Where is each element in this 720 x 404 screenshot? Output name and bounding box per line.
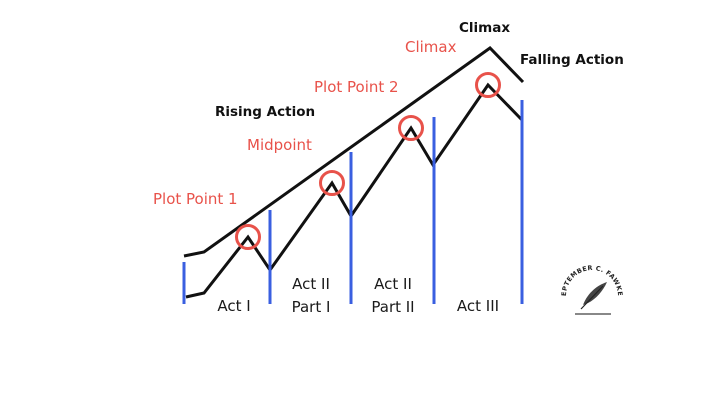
plot-point-1-marker xyxy=(235,224,261,250)
act-2-part-1-label-line2: Part I xyxy=(292,298,331,316)
act-2-part-1-label-line1: Act II xyxy=(292,275,330,293)
act-1-label: Act I xyxy=(217,297,250,315)
plot-structure-zigzag-line xyxy=(185,82,524,299)
act-3-label: Act III xyxy=(457,297,499,315)
climax-red-label: Climax xyxy=(405,38,457,56)
act-2-part-2-label-line2: Part II xyxy=(371,298,414,316)
author-logo: SEPTEMBER C. FAWKES xyxy=(0,0,624,315)
midpoint-label: Midpoint xyxy=(247,136,312,154)
rising-action-outer-line xyxy=(183,46,525,258)
logo-text: SEPTEMBER C. FAWKES xyxy=(0,0,624,296)
midpoint-marker xyxy=(319,170,345,196)
climax-label: Climax xyxy=(459,20,510,36)
rising-action-label: Rising Action xyxy=(215,104,315,120)
plot-point-2-marker xyxy=(398,115,424,141)
quill-feather-icon xyxy=(580,282,607,310)
falling-action-label: Falling Action xyxy=(520,52,624,68)
plot-point-1-label: Plot Point 1 xyxy=(153,190,238,208)
climax-marker xyxy=(475,72,501,98)
plot-point-2-label: Plot Point 2 xyxy=(314,78,399,96)
act-2-part-2-label-line1: Act II xyxy=(374,275,412,293)
